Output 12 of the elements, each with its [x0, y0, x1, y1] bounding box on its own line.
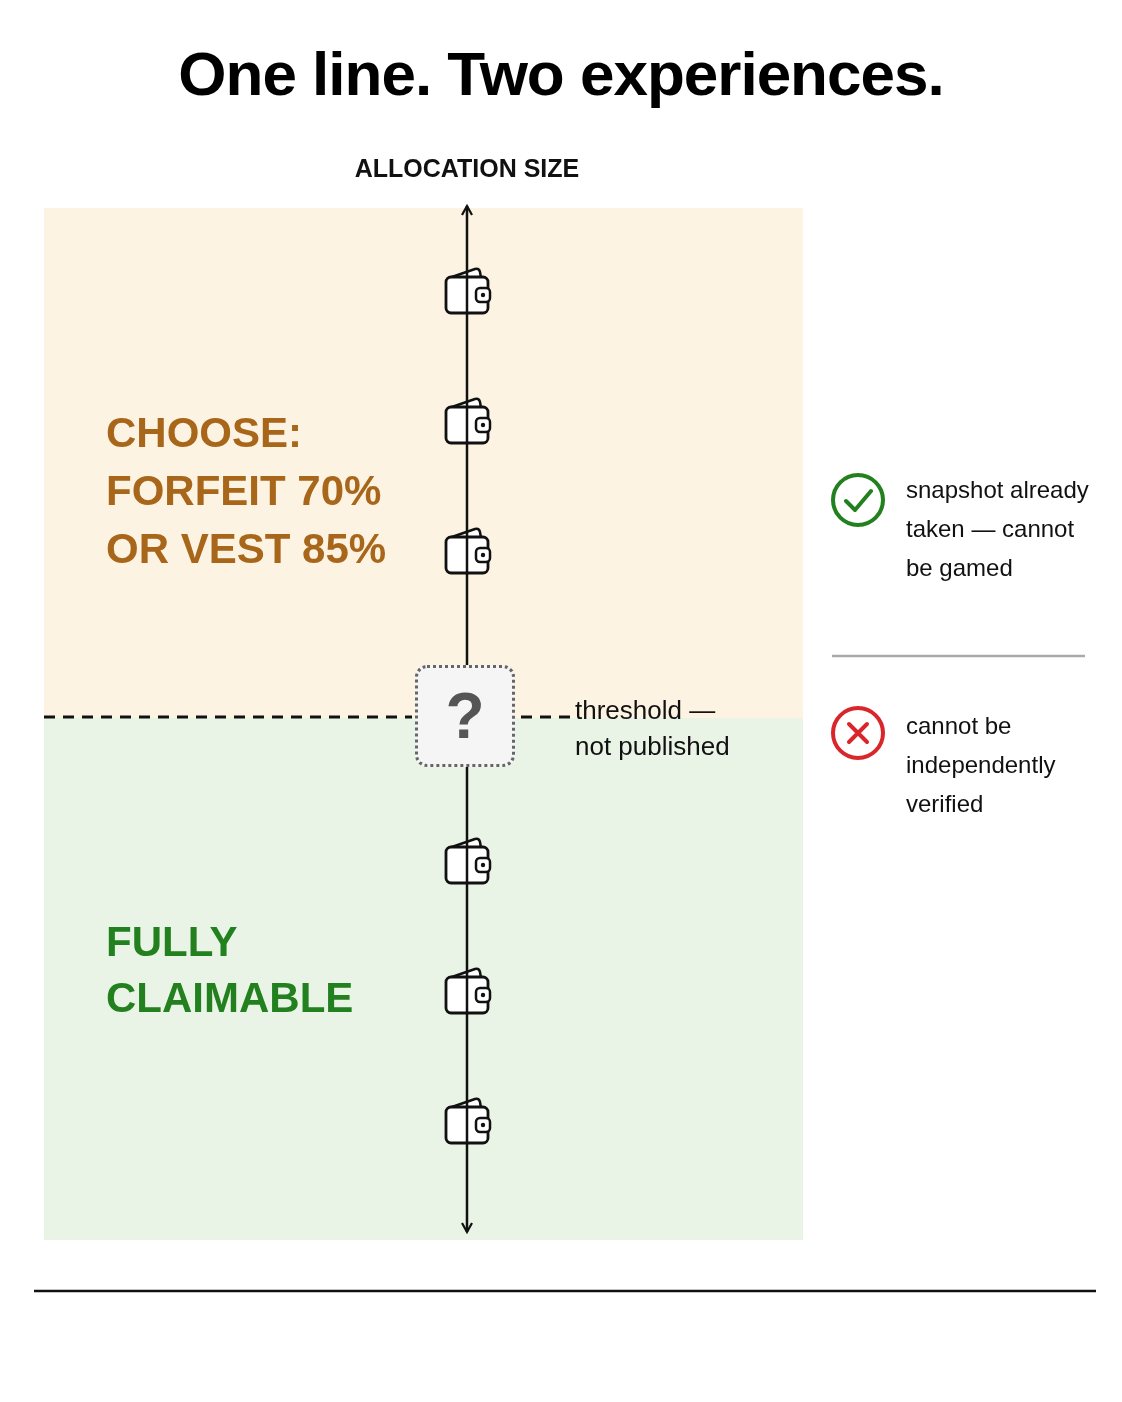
question-mark: ?: [445, 679, 485, 753]
title: One line. Two experiences.: [177, 38, 945, 109]
axis-label: ALLOCATION SIZE: [353, 154, 581, 183]
threshold-note: threshold — not published: [575, 692, 745, 764]
axis-arrow: [460, 204, 474, 665]
question-box: [415, 665, 515, 767]
benefit-note: snapshot already taken — cannot be gamed: [906, 475, 1090, 583]
zone-heading: FULLY CLAIMABLE: [106, 917, 355, 1023]
leader-line: [519, 715, 570, 719]
zone-heading: CHOOSE: FORFEIT 70% OR VEST 85%: [106, 408, 388, 574]
caveat-note: cannot be independently verified: [906, 711, 1057, 819]
axis-arrow: [460, 767, 474, 1234]
